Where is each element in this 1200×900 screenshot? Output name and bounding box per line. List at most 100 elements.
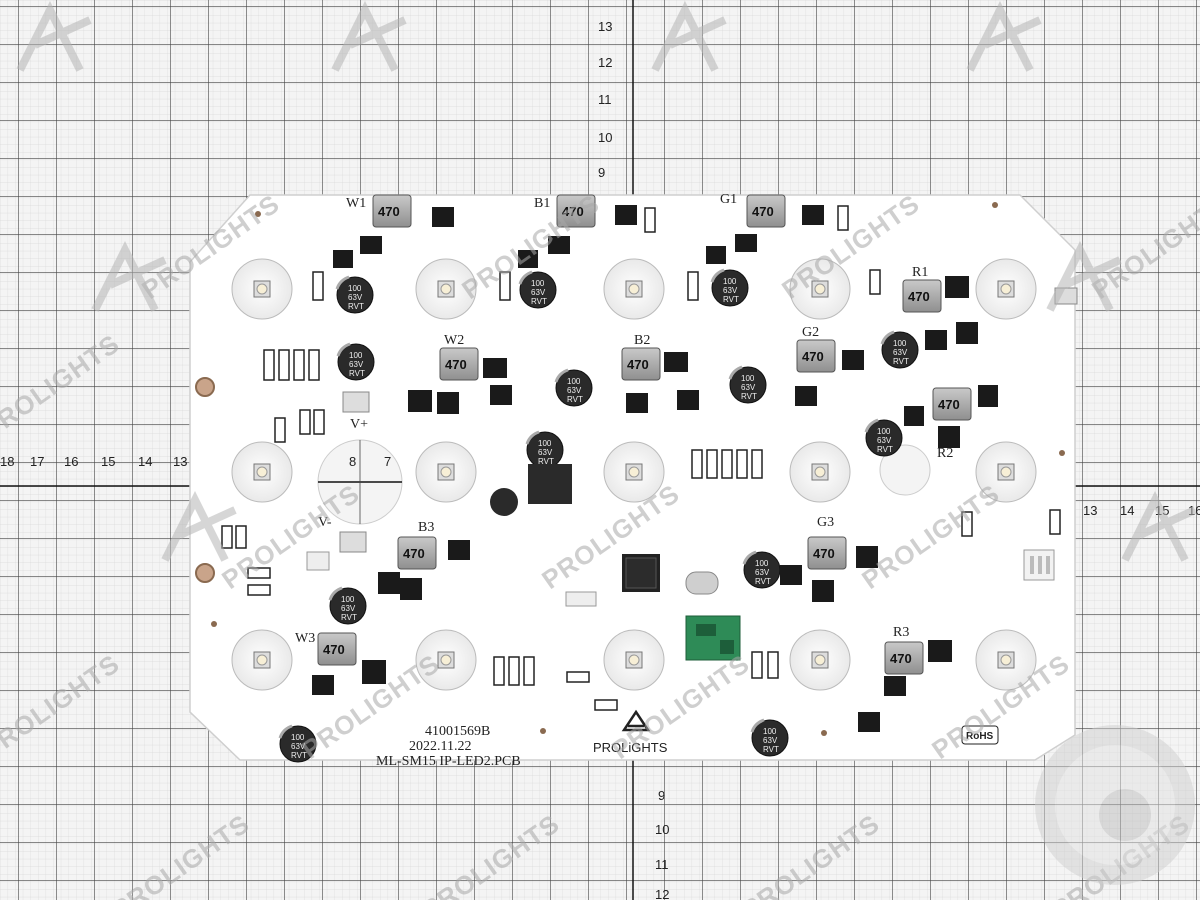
led-emitters: [231, 258, 1037, 691]
connectors: [306, 287, 1078, 607]
svg-text:RVT: RVT: [755, 577, 771, 586]
svg-text:100: 100: [763, 727, 777, 736]
inductor-g3: 470: [807, 536, 847, 570]
board-date: 2022.11.22: [409, 739, 471, 754]
svg-text:100: 100: [741, 374, 755, 383]
label-r3: R3: [893, 625, 909, 640]
svg-text:63V: 63V: [291, 742, 306, 751]
svg-text:RVT: RVT: [538, 457, 554, 466]
label-v-plus: V+: [350, 417, 368, 432]
svg-text:470: 470: [813, 546, 835, 561]
svg-text:RVT: RVT: [531, 297, 547, 306]
label-v-minus: V-: [318, 515, 332, 530]
svg-text:63V: 63V: [538, 448, 553, 457]
brand-label: PROLiGHTS: [593, 740, 668, 755]
label-r2: R2: [937, 446, 953, 461]
svg-text:63V: 63V: [531, 288, 546, 297]
inductor-r1: 470: [902, 279, 942, 313]
svg-text:100: 100: [567, 377, 581, 386]
ruler-h-14: 14: [138, 454, 152, 469]
label-w3: W3: [295, 631, 315, 646]
ruler-v-13: 13: [598, 19, 612, 34]
ruler-v-12: 12: [598, 55, 612, 70]
svg-text:100: 100: [348, 284, 362, 293]
svg-text:63V: 63V: [567, 386, 582, 395]
mounting-screw: [992, 202, 998, 208]
svg-text:RVT: RVT: [341, 613, 357, 622]
inductor-w2: 470: [439, 347, 479, 381]
ruler-h-16: 16: [64, 454, 78, 469]
label-g2: G2: [802, 325, 819, 340]
inductor-r3: 470: [884, 641, 924, 675]
resistor-arrays: [221, 205, 1061, 711]
svg-text:470: 470: [752, 204, 774, 219]
ruler-h-15: 15: [101, 454, 115, 469]
ruler-h-18: 18: [0, 454, 14, 469]
svg-text:470: 470: [802, 349, 824, 364]
ruler-v-10b: 10: [655, 822, 669, 837]
inductor-b1: 470: [556, 194, 596, 228]
watermark-logo-marks: [16, 1, 1197, 562]
rohs-badge: RoHS: [961, 725, 999, 745]
svg-text:100: 100: [291, 733, 305, 742]
hole-number-8: 8: [349, 454, 356, 469]
svg-text:RVT: RVT: [291, 751, 307, 760]
svg-text:RVT: RVT: [567, 395, 583, 404]
svg-text:470: 470: [403, 546, 425, 561]
inductor-b2: 470: [621, 347, 661, 381]
inductor-g2: 470: [796, 339, 836, 373]
prolights-logo: PROLiGHTS: [593, 709, 668, 755]
svg-text:100: 100: [341, 595, 355, 604]
svg-text:100: 100: [349, 351, 363, 360]
inductor-w3: 470: [317, 632, 357, 666]
svg-text:470: 470: [908, 289, 930, 304]
svg-text:470: 470: [445, 357, 467, 372]
ruler-h-14r: 14: [1120, 503, 1134, 518]
label-g3: G3: [817, 515, 834, 530]
svg-text:470: 470: [323, 642, 345, 657]
part-number: 41001569B: [425, 724, 490, 739]
inductor-g1: 470: [746, 194, 786, 228]
svg-text:63V: 63V: [755, 568, 770, 577]
ruler-v-11: 11: [598, 92, 612, 107]
mounting-screw: [255, 211, 261, 217]
hole-number-7: 7: [384, 454, 391, 469]
mounting-screw: [211, 621, 217, 627]
label-r1: R1: [912, 265, 928, 280]
ruler-h-17: 17: [30, 454, 44, 469]
svg-text:100: 100: [723, 277, 737, 286]
svg-text:470: 470: [627, 357, 649, 372]
svg-text:100: 100: [877, 427, 891, 436]
inductors: 470 470 470 470 470 470 470 470 470 470 …: [317, 194, 972, 675]
svg-text:100: 100: [755, 559, 769, 568]
svg-text:63V: 63V: [893, 348, 908, 357]
svg-text:63V: 63V: [341, 604, 356, 613]
label-w1: W1: [346, 196, 366, 211]
rohs-label: RoHS: [966, 731, 994, 742]
svg-text:470: 470: [890, 651, 912, 666]
ruler-v-10: 10: [598, 130, 612, 145]
svg-text:100: 100: [538, 439, 552, 448]
svg-text:470: 470: [938, 397, 960, 412]
svg-text:100: 100: [893, 339, 907, 348]
svg-text:63V: 63V: [348, 293, 363, 302]
ruler-v-12b: 12: [655, 887, 669, 900]
ruler-v-11b: 11: [655, 857, 669, 872]
svg-text:63V: 63V: [877, 436, 892, 445]
svg-text:470: 470: [378, 204, 400, 219]
svg-text:RVT: RVT: [877, 445, 893, 454]
svg-text:RVT: RVT: [723, 295, 739, 304]
mounting-screw: [821, 730, 827, 736]
svg-text:63V: 63V: [763, 736, 778, 745]
smd-components: [312, 205, 998, 732]
corner-emblem: [1035, 725, 1195, 885]
